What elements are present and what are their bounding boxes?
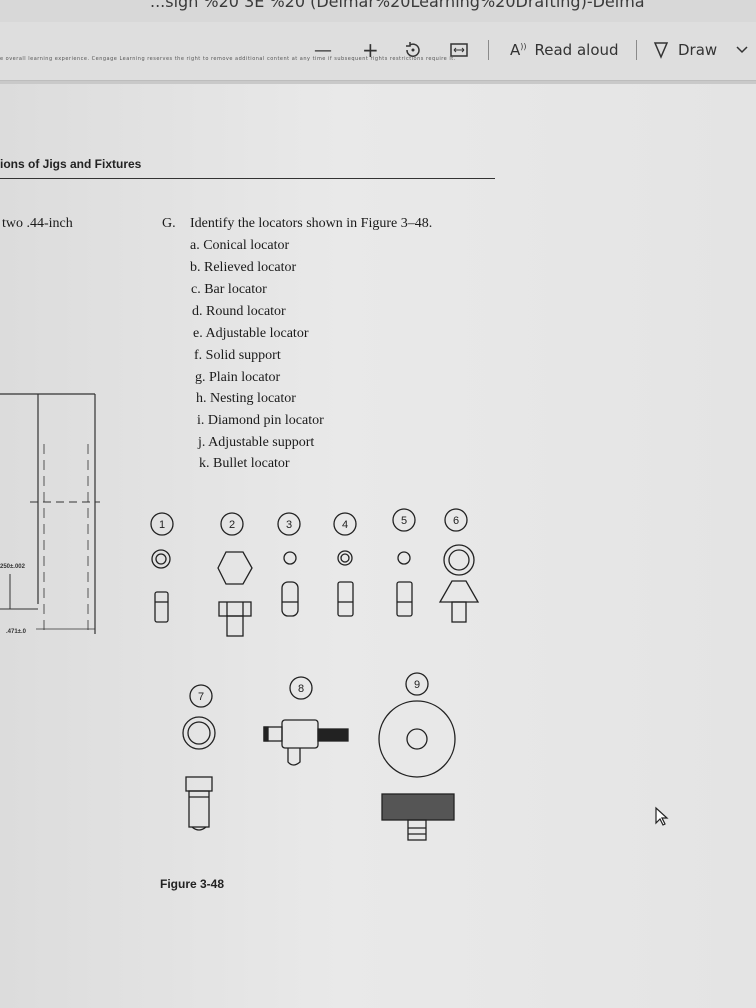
figure-number-5: 5 xyxy=(401,515,407,527)
zoom-in-button[interactable]: + xyxy=(362,38,379,62)
zoom-out-button[interactable]: — xyxy=(314,39,332,61)
pdf-toolbar: — + A)) Read aloud Draw e overall learni… xyxy=(0,22,756,81)
option-e: e. Adjustable locator xyxy=(193,326,309,341)
figure-3-48: 1 2 3 4 5 6 7 8 9 Figure 3-48 xyxy=(150,508,480,891)
option-b: b. Relieved locator xyxy=(190,260,297,275)
fit-page-icon xyxy=(450,43,468,57)
rotate-icon xyxy=(406,42,420,57)
read-aloud-icon: A)) xyxy=(510,41,527,59)
dimension-label-1: 250±.002 xyxy=(0,564,26,570)
draw-button[interactable]: Draw xyxy=(652,38,717,62)
figure-number-8: 8 xyxy=(298,683,304,695)
document-page: ions of Jigs and Fixtures two .44-inch G… xyxy=(0,84,756,1008)
toolbar-divider xyxy=(636,40,637,60)
chapter-header: ions of Jigs and Fixtures xyxy=(0,157,142,171)
option-a: a. Conical locator xyxy=(190,238,290,253)
window-title-bar: ...sign %20 3E %20 (Delmar%20Learning%20… xyxy=(0,0,756,22)
option-h: h. Nesting locator xyxy=(196,391,296,406)
option-g: g. Plain locator xyxy=(195,370,281,385)
window-title: ...sign %20 3E %20 (Delmar%20Learning%20… xyxy=(150,0,645,11)
read-aloud-label: Read aloud xyxy=(534,41,619,59)
option-i: i. Diamond pin locator xyxy=(197,413,324,428)
figure-number-7: 7 xyxy=(198,691,204,703)
figure-number-3: 3 xyxy=(286,519,292,531)
partial-dimension-drawing: 250±.002 .471±.0 xyxy=(0,393,100,635)
dimension-label-2: .471±.0 xyxy=(6,629,27,635)
draw-label: Draw xyxy=(678,41,718,59)
figure-number-2: 2 xyxy=(229,519,235,531)
option-k: k. Bullet locator xyxy=(199,456,290,471)
figure-number-1: 1 xyxy=(159,519,165,531)
read-aloud-button[interactable]: A)) Read aloud xyxy=(510,38,619,62)
figure-caption: Figure 3-48 xyxy=(160,877,224,891)
chevron-down-icon xyxy=(736,46,748,54)
fit-page-button[interactable] xyxy=(449,38,469,62)
option-c: c. Bar locator xyxy=(191,282,267,297)
rotate-button[interactable] xyxy=(402,38,424,62)
draw-options-dropdown[interactable] xyxy=(735,38,749,62)
toolbar-divider xyxy=(488,40,489,60)
option-d: d. Round locator xyxy=(192,304,286,319)
option-f: f. Solid support xyxy=(194,348,281,363)
copyright-line: e overall learning experience. Cengage L… xyxy=(0,56,456,62)
mouse-cursor-icon xyxy=(655,806,669,826)
option-j: j. Adjustable support xyxy=(198,435,315,450)
draw-pen-icon xyxy=(653,42,669,59)
figure-number-6: 6 xyxy=(453,515,459,527)
left-column-fragment: two .44-inch xyxy=(2,216,73,231)
question-text: Identify the locators shown in Figure 3–… xyxy=(190,216,433,231)
figure-number-9: 9 xyxy=(414,679,420,691)
figure-number-4: 4 xyxy=(342,519,348,531)
question-letter: G. xyxy=(162,216,176,231)
header-rule xyxy=(0,178,495,179)
